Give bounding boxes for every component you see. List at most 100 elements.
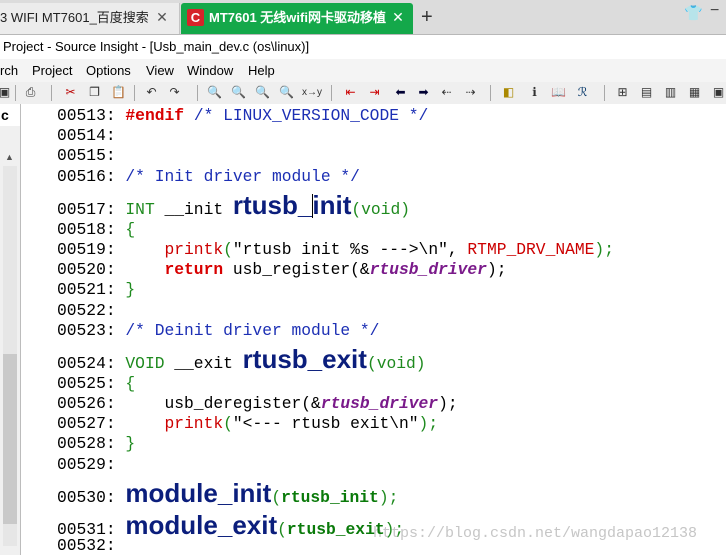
code-token: (void) (366, 354, 426, 373)
code-line[interactable]: 00532: (57, 536, 125, 555)
symbol-window-tab[interactable]: c (0, 104, 20, 126)
new-tab-button[interactable]: + (421, 6, 433, 28)
forward-icon[interactable]: ➡ (418, 85, 429, 99)
code-line[interactable]: 00523: /* Deinit driver module */ (57, 321, 379, 340)
code-line[interactable]: 00513: #endif /* LINUX_VERSION_CODE */ (57, 106, 428, 125)
copy-icon[interactable]: ❐ (89, 85, 100, 99)
find-icon[interactable]: 🔍 (207, 85, 222, 99)
back-icon[interactable]: ⬅ (395, 85, 406, 99)
line-number: 00520: (57, 260, 126, 279)
code-line[interactable]: 00515: (57, 146, 125, 165)
code-token: /* Deinit driver module */ (125, 321, 380, 340)
scroll-up-icon[interactable]: ▲ (5, 152, 14, 162)
context-icon[interactable]: ℛ (577, 85, 588, 99)
layout-2-icon[interactable]: ▤ (640, 85, 653, 99)
line-number: 00521: (57, 280, 126, 299)
jump-forward-icon[interactable]: ⇢ (465, 85, 476, 99)
code-line[interactable]: 00527: printk("<--- rtusb exit\n"); (57, 414, 438, 433)
layout-4-icon[interactable]: ▦ (688, 85, 701, 99)
redo-icon[interactable]: ↷ (169, 85, 180, 99)
find-prev-icon[interactable]: 🔍 (255, 85, 270, 99)
menu-view[interactable]: View (146, 63, 174, 78)
csdn-logo-icon: C (187, 9, 204, 26)
code-token: rtusb_driver (369, 260, 487, 279)
minimize-icon[interactable]: − (710, 2, 720, 19)
layout-5-icon[interactable]: ▣ (712, 85, 725, 99)
undo-icon[interactable]: ↶ (146, 85, 157, 99)
symbol-info-icon[interactable]: ℹ (532, 85, 537, 99)
code-token: "rtusb init %s --->\n" (232, 240, 448, 259)
code-token: #endif (125, 106, 185, 125)
code-line[interactable]: 00519: printk("rtusb init %s --->\n", RT… (57, 240, 614, 259)
code-line[interactable]: 00521: } (57, 280, 135, 299)
code-line[interactable]: 00524: VOID __exit rtusb_exit(void) (57, 344, 426, 375)
layout-3-icon[interactable]: ▥ (664, 85, 677, 99)
replace-icon[interactable]: x→y (302, 87, 322, 98)
code-token: ); (384, 520, 405, 539)
line-number: 00516: (57, 167, 126, 186)
menu-project[interactable]: Project (32, 63, 73, 78)
line-number: 00522: (57, 301, 126, 320)
find-files-icon[interactable]: 🔍 (279, 85, 294, 99)
skin-icon[interactable]: 👕 (684, 5, 703, 22)
code-line[interactable]: 00525: { (57, 374, 135, 393)
layout-1-icon[interactable]: ⊞ (617, 85, 628, 99)
code-token: __exit (164, 354, 243, 373)
code-token: & (359, 260, 370, 279)
line-number: 00532: (57, 536, 126, 555)
paste-icon[interactable]: 📋 (111, 85, 126, 99)
watermark: https://blog.csdn.net/wangdapao12138 (373, 525, 698, 542)
menu-options[interactable]: Options (86, 63, 131, 78)
print-icon[interactable]: ⎙ (25, 85, 36, 99)
line-number: 00518: (57, 220, 126, 239)
toolbar-separator (134, 85, 135, 101)
code-token: rtusb_init (281, 488, 379, 507)
code-line[interactable]: 00530: module_init(rtusb_init); (57, 478, 398, 509)
code-token: printk (164, 240, 224, 259)
scrollbar-thumb[interactable] (3, 354, 17, 524)
toolbar-separator (490, 85, 491, 101)
toolbar-separator (51, 85, 52, 101)
code-token (125, 240, 164, 259)
toolbar-separator (15, 85, 16, 101)
text-caret (312, 194, 314, 218)
code-line[interactable]: 00528: } (57, 434, 135, 453)
code-line[interactable]: 00531: module_exit(rtusb_exit); (57, 510, 404, 541)
browser-tab-active[interactable]: C MT7601 无线wifi网卡驱动移植 ✕ (181, 3, 413, 34)
menu-window[interactable]: Window (187, 63, 234, 78)
code-editor[interactable]: https://blog.csdn.net/wangdapao12138 005… (21, 104, 726, 555)
code-line[interactable]: 00516: /* Init driver module */ (57, 167, 360, 186)
jump-back-icon[interactable]: ⇠ (441, 85, 452, 99)
code-token: module_init (125, 478, 272, 508)
code-line[interactable]: 00522: (57, 301, 125, 320)
code-token: printk (164, 414, 224, 433)
find-next-icon[interactable]: 🔍 (231, 85, 246, 99)
code-token: return (164, 260, 224, 279)
code-token: } (125, 280, 136, 299)
code-token: ( (271, 488, 282, 507)
browser-tab-search[interactable]: 3 WIFI MT7601_百度搜索 ✕ (0, 3, 180, 34)
bookmark-prev-icon[interactable]: ⇤ (345, 85, 356, 99)
code-token: ); (594, 240, 614, 259)
code-line[interactable]: 00526: usb_deregister(&rtusb_driver); (57, 394, 458, 413)
code-line[interactable]: 00529: (57, 455, 125, 474)
menu-help[interactable]: Help (248, 63, 275, 78)
code-token: module_exit (125, 510, 278, 540)
save-icon[interactable]: ▣ (0, 85, 11, 99)
lookup-icon[interactable]: ◧ (502, 85, 515, 99)
line-number: 00525: (57, 374, 126, 393)
cut-icon[interactable]: ✂ (65, 85, 76, 99)
code-token: ); (438, 394, 458, 413)
code-line[interactable]: 00514: (57, 126, 125, 145)
close-icon[interactable]: ✕ (156, 9, 168, 25)
code-token: VOID (125, 354, 165, 373)
menu-search[interactable]: rch (0, 63, 19, 78)
code-line[interactable]: 00518: { (57, 220, 135, 239)
code-line[interactable]: 00520: return usb_register(&rtusb_driver… (57, 260, 507, 279)
line-number: 00531: (57, 520, 126, 539)
bookmark-next-icon[interactable]: ⇥ (369, 85, 380, 99)
close-icon[interactable]: ✕ (392, 9, 404, 25)
reference-icon[interactable]: 📖 (551, 85, 566, 99)
code-line[interactable]: 00517: INT __init rtusb_init(void) (57, 190, 410, 221)
code-token: { (125, 220, 136, 239)
